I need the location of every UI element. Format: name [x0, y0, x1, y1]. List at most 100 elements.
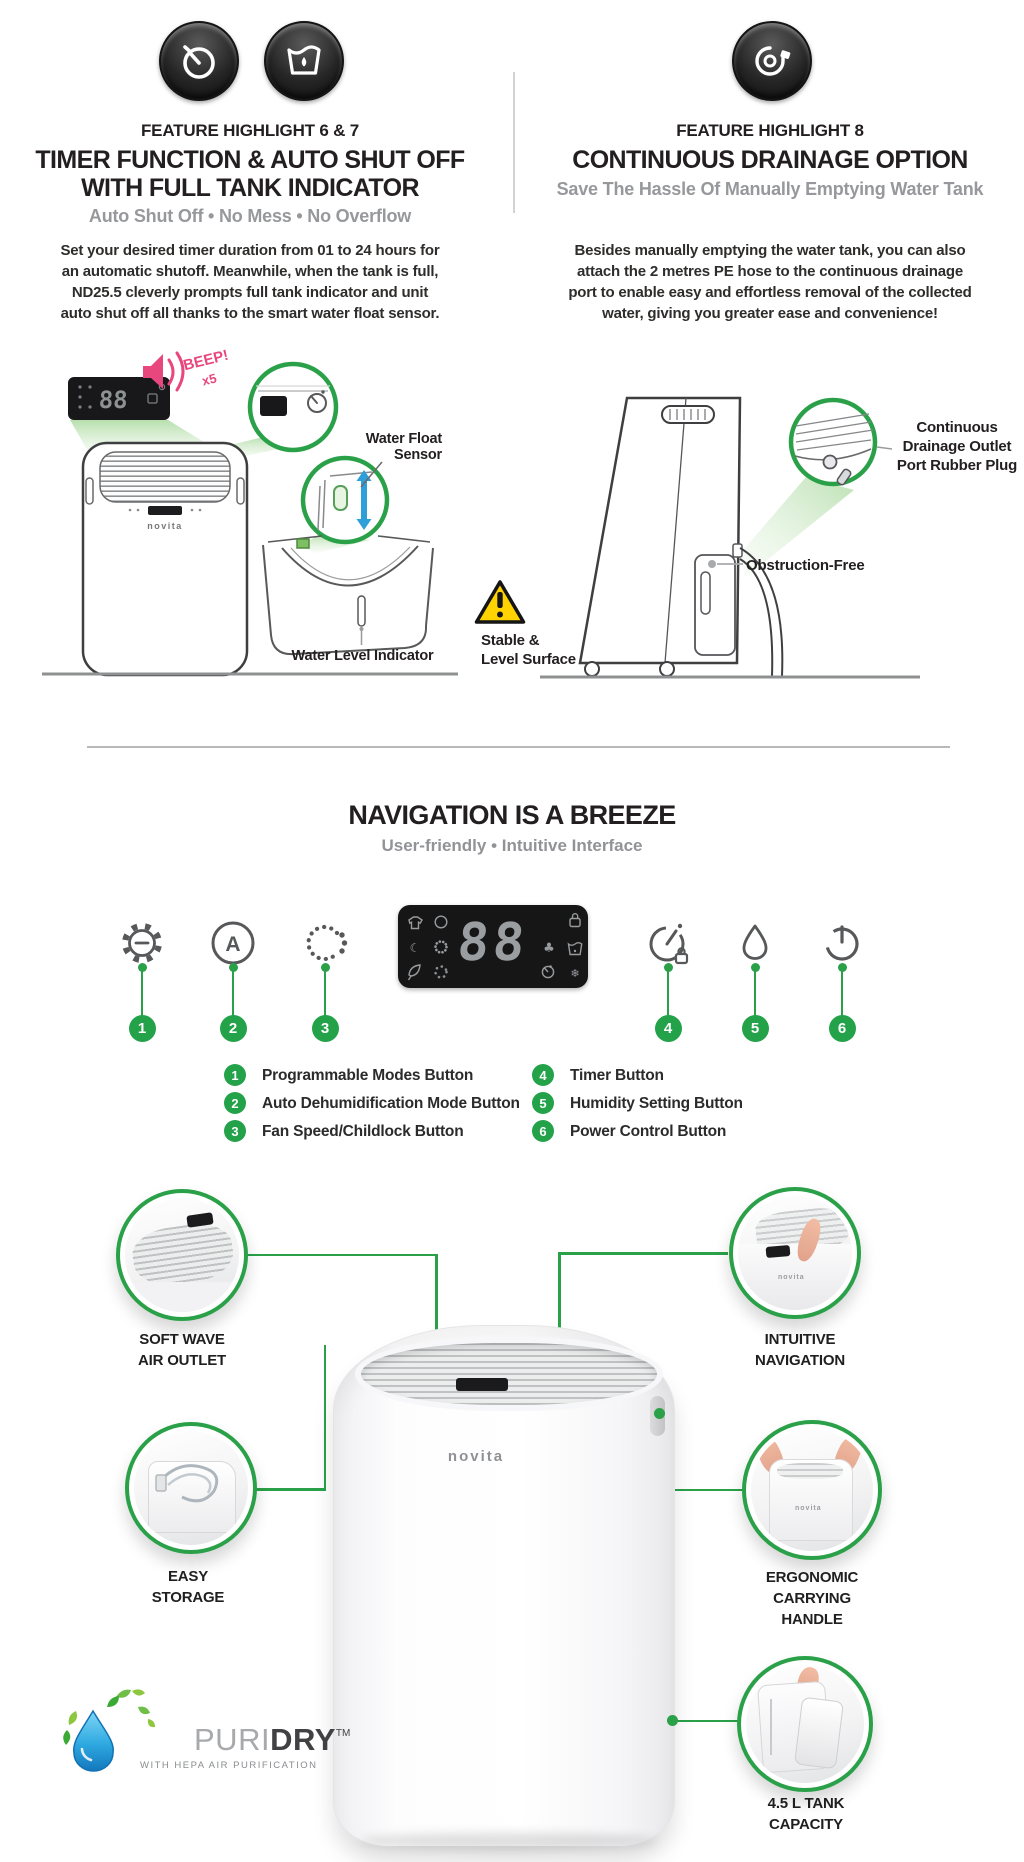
fan-speed-icon: [306, 924, 348, 962]
display-icons: ☾ ♣ ❄: [407, 913, 583, 981]
stem-dot: [320, 963, 330, 972]
legend-num-1: 1: [224, 1064, 246, 1086]
stem-dot: [663, 963, 673, 972]
caster-wheel: [659, 661, 675, 677]
callout-beam: [739, 477, 854, 577]
connector-line: [658, 1488, 743, 1491]
water-float-sensor-label: Water Float Sensor: [350, 431, 442, 463]
caption-line: INTUITIVE: [764, 1331, 836, 1348]
caption-line: NAVIGATION: [755, 1351, 845, 1369]
ergonomic-handle-caption: ERGONOMIC CARRYING HANDLE: [738, 1567, 886, 1630]
legend-label-6: Power Control Button: [570, 1123, 727, 1140]
body-line: an automatic shutoff. Meanwhile, when th…: [61, 263, 439, 280]
obstruction-free-label: Obstruction-Free: [746, 557, 865, 574]
continuous-drainage-illustration: [474, 396, 920, 679]
legend-label-3: Fan Speed/Childlock Button: [262, 1123, 464, 1140]
body-line: Set your desired timer duration from 01 …: [60, 242, 440, 259]
caption-line: CARRYING: [773, 1590, 851, 1607]
feature-tagline-left: Auto Shut Off • No Mess • No Overflow: [88, 206, 412, 226]
leaf-icon: [63, 1689, 155, 1745]
unit-front-display: [148, 506, 182, 515]
brand-on-unit: novita: [147, 521, 183, 531]
legend-label-4: Timer Button: [570, 1067, 664, 1084]
timer-indicator-icon: [541, 965, 555, 979]
puridry-drop-icon: [63, 1689, 155, 1772]
button-number-3: 3: [311, 1015, 339, 1042]
pointer-stem: [140, 966, 144, 1017]
power-icon: [825, 925, 859, 961]
control-panel-callout: [68, 377, 170, 420]
product-brand-logo: novita: [447, 1448, 505, 1465]
intuitive-navigation-callout: novita: [729, 1187, 861, 1319]
defrost-snowflake-icon: ❄: [570, 967, 579, 980]
pointer-stem: [323, 966, 327, 1017]
fan-blade-icon: ♣: [543, 941, 555, 956]
speaker-icon: [143, 354, 163, 389]
feature-body-right: Besides manually emptying the water tank…: [548, 240, 992, 324]
button-number-5: 5: [741, 1015, 769, 1042]
navigation-subtitle: User-friendly • Intuitive Interface: [381, 836, 643, 855]
brand-tiny: novita: [795, 1505, 822, 1512]
caster-wheel: [584, 661, 600, 677]
caption-line: SOFT WAVE: [139, 1331, 225, 1348]
tank-full-icon: [567, 942, 583, 956]
tank-door: [694, 554, 736, 656]
label-line: Level Surface: [481, 651, 576, 668]
humidity-droplet-icon: [742, 924, 768, 960]
drainage-feature-icon: [732, 21, 812, 101]
label-leader: [360, 461, 383, 488]
label-line: Sensor: [394, 447, 442, 463]
label-line: Continuous: [916, 419, 998, 436]
soft-wave-caption: SOFT WAVE AIR OUTLET: [112, 1330, 252, 1371]
svg-text:A: A: [225, 933, 240, 956]
water-tank-icon: [287, 45, 321, 75]
body-line: Besides manually emptying the water tank…: [574, 242, 966, 259]
connector-line: [558, 1252, 561, 1338]
connector-line: [558, 1252, 728, 1255]
caption-line: EASY: [167, 1568, 209, 1585]
control-display-panel: ☾ ♣ ❄ 88: [398, 905, 588, 988]
laundry-mode-icon: [408, 916, 423, 930]
button-number-2: 2: [219, 1015, 247, 1042]
feature-title-right: CONTINUOUS DRAINAGE OPTION: [572, 146, 968, 174]
pointer-stem: [666, 966, 670, 1017]
carry-handle-vent: [661, 405, 715, 424]
connector-line: [256, 1488, 326, 1491]
product-shadow: [360, 1833, 656, 1849]
puri-text: PURI: [194, 1722, 271, 1757]
tank-capacity-caption: 4.5 L TANK CAPACITY: [731, 1793, 881, 1835]
label-leader: [876, 446, 893, 450]
caption-line: ERGONOMIC: [765, 1569, 859, 1586]
pointer-stem: [231, 966, 235, 1017]
water-level-window: [357, 595, 366, 627]
tank-capacity-callout: [737, 1656, 873, 1792]
connector-line: [673, 1719, 739, 1722]
button-number-4: 4: [654, 1015, 682, 1042]
connector-line: [246, 1253, 437, 1256]
legend-label-5: Humidity Setting Button: [570, 1095, 743, 1112]
soft-wave-callout: [116, 1189, 248, 1321]
stem-dot: [228, 963, 238, 972]
hose-icon: [755, 46, 791, 76]
body-line: water, giving you greater ease and conve…: [602, 305, 938, 322]
drain-port: [822, 454, 838, 470]
label-line: Port Rubber Plug: [896, 457, 1018, 474]
auto-mode-icon: A: [211, 921, 255, 965]
connector-line: [435, 1253, 438, 1338]
connector-dot: [654, 1408, 665, 1419]
button-number-6: 6: [828, 1015, 856, 1042]
puridry-tagline: WITH HEPA AIR PURIFICATION: [140, 1760, 318, 1771]
feature-kicker-right: FEATURE HIGHLIGHT 8: [676, 121, 864, 140]
caption-line: HANDLE: [781, 1611, 843, 1628]
sleep-moon-icon: ☾: [410, 941, 421, 955]
product-air-outlet: [355, 1337, 663, 1411]
feature-body-left: Set your desired timer duration from 01 …: [32, 240, 468, 324]
column-divider: [513, 72, 515, 213]
ergonomic-handle-callout: novita: [742, 1420, 882, 1560]
navigation-title: NAVIGATION IS A BREEZE: [348, 800, 676, 830]
body-line: ND25.5 cleverly prompts full tank indica…: [71, 284, 429, 301]
legend-label-2: Auto Dehumidification Mode Button: [262, 1095, 520, 1112]
feature-title-left-1: TIMER FUNCTION & AUTO SHUT OFF: [35, 146, 465, 174]
brand-tiny: novita: [778, 1274, 805, 1281]
drainage-port-label: Continuous Drainage Outlet Port Rubber P…: [893, 418, 1021, 475]
